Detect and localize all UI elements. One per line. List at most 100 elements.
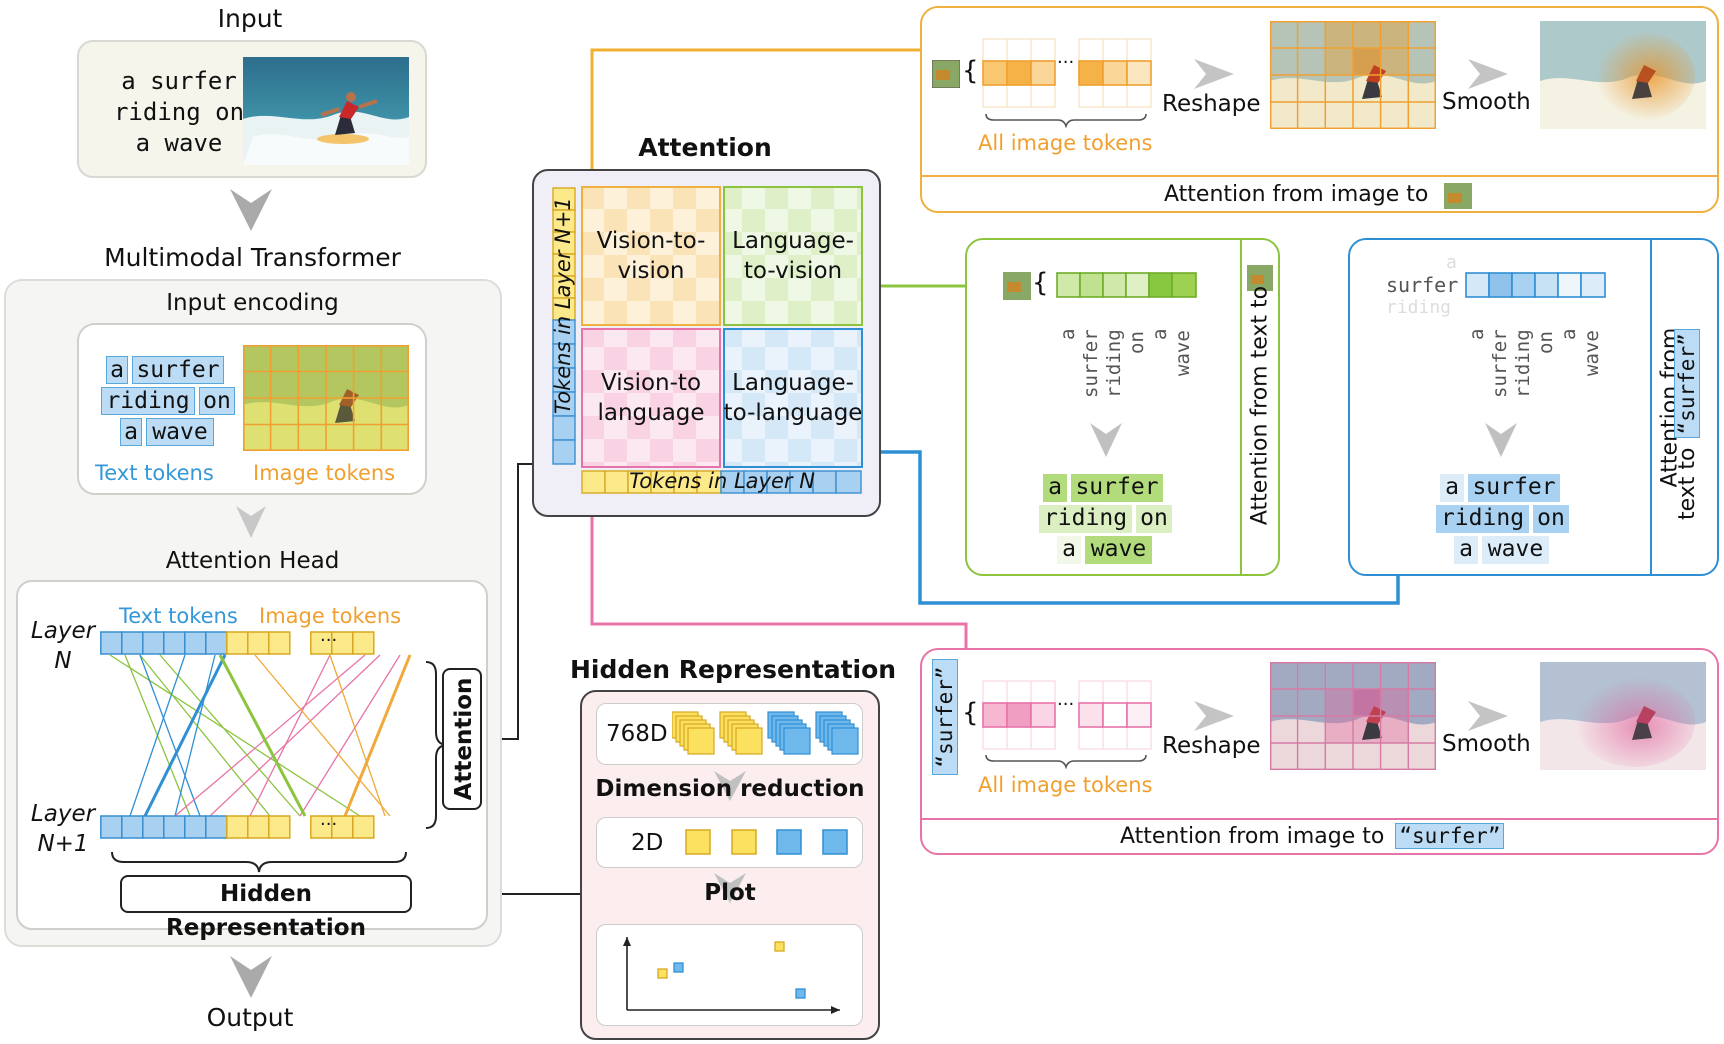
arrow-down-2 (236, 506, 266, 538)
caption-pink: Attention from image to (1120, 824, 1385, 849)
blue-token-surfer: surfer (1468, 474, 1560, 502)
green-word: on (1126, 331, 1148, 354)
pink-token: “surfer” (932, 659, 958, 775)
green-side-label: Attention from text to (1247, 285, 1273, 526)
transformer-title: Multimodal Transformer (104, 243, 401, 272)
text-token: a (106, 356, 128, 384)
arrow-down-1 (230, 189, 272, 231)
arrow-right-1 (1194, 59, 1234, 89)
hidden-tag: Hidden Representation (120, 875, 412, 941)
hidden-title: Hidden Representation (570, 655, 897, 684)
green-word: a (1149, 328, 1171, 340)
input-box: a surfer riding on a wave (77, 40, 427, 178)
smooth-top: Smooth (1442, 89, 1531, 115)
blue-token-wave: wave (1482, 536, 1549, 564)
panel-pink-divider (920, 818, 1719, 820)
arrow-down-4 (714, 771, 746, 801)
quadrant-language-to-vision: Language-to-vision (732, 228, 854, 284)
attention-tag-label: Attention (451, 677, 477, 801)
blue-side-token: “surfer” (1674, 329, 1700, 439)
blue-side-label-2-wrap: text to “surfer” (1674, 300, 1705, 521)
input-encoding-box: a surfer riding on a wave Text tokens Im… (77, 323, 427, 495)
x-axis-label: Tokens in Layer N (629, 469, 815, 493)
blue-side-label-2: text to (1675, 447, 1700, 521)
green-token-surfer: surfer (1071, 474, 1163, 502)
attention-head-graph (100, 631, 412, 839)
panel-green-divider (1240, 238, 1242, 576)
arrow-right-4 (1468, 701, 1508, 731)
image-patch-icon (932, 60, 960, 88)
panel-blue-divider (1650, 238, 1652, 576)
smooth-pink: Smooth (1442, 731, 1531, 757)
smoothed-attention-top (1540, 21, 1706, 129)
text-token: wave (146, 418, 214, 446)
input-title: Input (217, 4, 283, 33)
2d-label: 2D (631, 830, 664, 856)
green-token-a: a (1043, 474, 1067, 502)
ellipsis-top: ··· (1057, 52, 1075, 73)
arrow-down-blue (1485, 423, 1517, 457)
panel-top-divider (920, 175, 1719, 177)
image-token-row-top (982, 38, 1152, 108)
caption-top: Attention from image to (1164, 182, 1429, 207)
arrow-right-2 (1468, 59, 1508, 89)
blue-word: riding (1512, 329, 1534, 398)
768d-label: 768D (606, 721, 668, 747)
quadrant-language-to-language: Language-to-language (723, 370, 863, 426)
output-title: Output (206, 1003, 294, 1032)
green-token-on: on (1136, 505, 1172, 533)
image-patch-icon-caption (1444, 183, 1472, 209)
smoothed-attention-pink (1540, 662, 1706, 770)
blue-word: a (1466, 328, 1488, 340)
brace-under-top (985, 113, 1147, 128)
blue-token-riding: riding (1436, 505, 1529, 533)
blue-token-row (1465, 272, 1606, 298)
attention-tag: Attention (442, 668, 482, 810)
dim-reduction-label: Dimension reduction (595, 776, 865, 802)
brace-top: { (962, 56, 979, 86)
arrow-down-5 (714, 873, 746, 903)
arrow-down-green (1090, 423, 1122, 457)
green-word: wave (1172, 330, 1194, 376)
ellipsis-pink: ··· (1057, 694, 1075, 715)
green-word: riding (1103, 329, 1125, 398)
ellipsis-n1: ··· (320, 814, 338, 835)
all-image-tokens-pink: All image tokens (978, 773, 1153, 797)
surfer-photo (243, 57, 409, 165)
green-token-wave: wave (1085, 536, 1152, 564)
image-tokens-label: Image tokens (253, 461, 396, 485)
image-patch-icon-green-side (1247, 265, 1273, 291)
blue-word: wave (1581, 330, 1603, 376)
layer-n-label: Layer N (30, 618, 96, 674)
green-word: a (1057, 328, 1079, 340)
blue-context-above: a (1446, 252, 1457, 273)
blue-context-below: riding (1386, 297, 1452, 318)
hidden-2d-box: 2D (596, 817, 863, 868)
hidden-brace (111, 851, 407, 873)
caption-pink-token: “surfer” (1395, 823, 1505, 849)
green-word: surfer (1080, 329, 1102, 398)
ellipsis-n: ··· (320, 630, 338, 651)
all-image-tokens-top: All image tokens (978, 131, 1153, 155)
blue-token-on: on (1533, 505, 1569, 533)
input-encoding-label: Input encoding (166, 290, 339, 316)
quadrant-heatmaps (581, 186, 863, 468)
x-token-strip (581, 470, 862, 494)
text-token: riding (101, 387, 195, 415)
arrow-down-3 (230, 956, 272, 998)
text-token: surfer (132, 356, 224, 384)
y-axis-label: Tokens in Layer N+1 (551, 197, 575, 414)
quadrant-vision-to-vision: Vision-to-vision (596, 228, 706, 284)
reshape-pink: Reshape (1162, 733, 1261, 759)
plot-label: Plot (704, 880, 756, 906)
y-token-strip (552, 187, 576, 465)
input-caption: a surfer riding on a wave (113, 67, 245, 157)
image-token-row-pink (982, 680, 1152, 750)
caption-pink-wrap: Attention from image to “surfer” (1120, 823, 1505, 849)
2d-squares (685, 829, 848, 855)
arrow-right-3 (1194, 701, 1234, 731)
green-token-row (1056, 272, 1197, 298)
hidden-768d-box: 768D (596, 703, 863, 765)
text-tokens-label: Text tokens (95, 461, 214, 485)
